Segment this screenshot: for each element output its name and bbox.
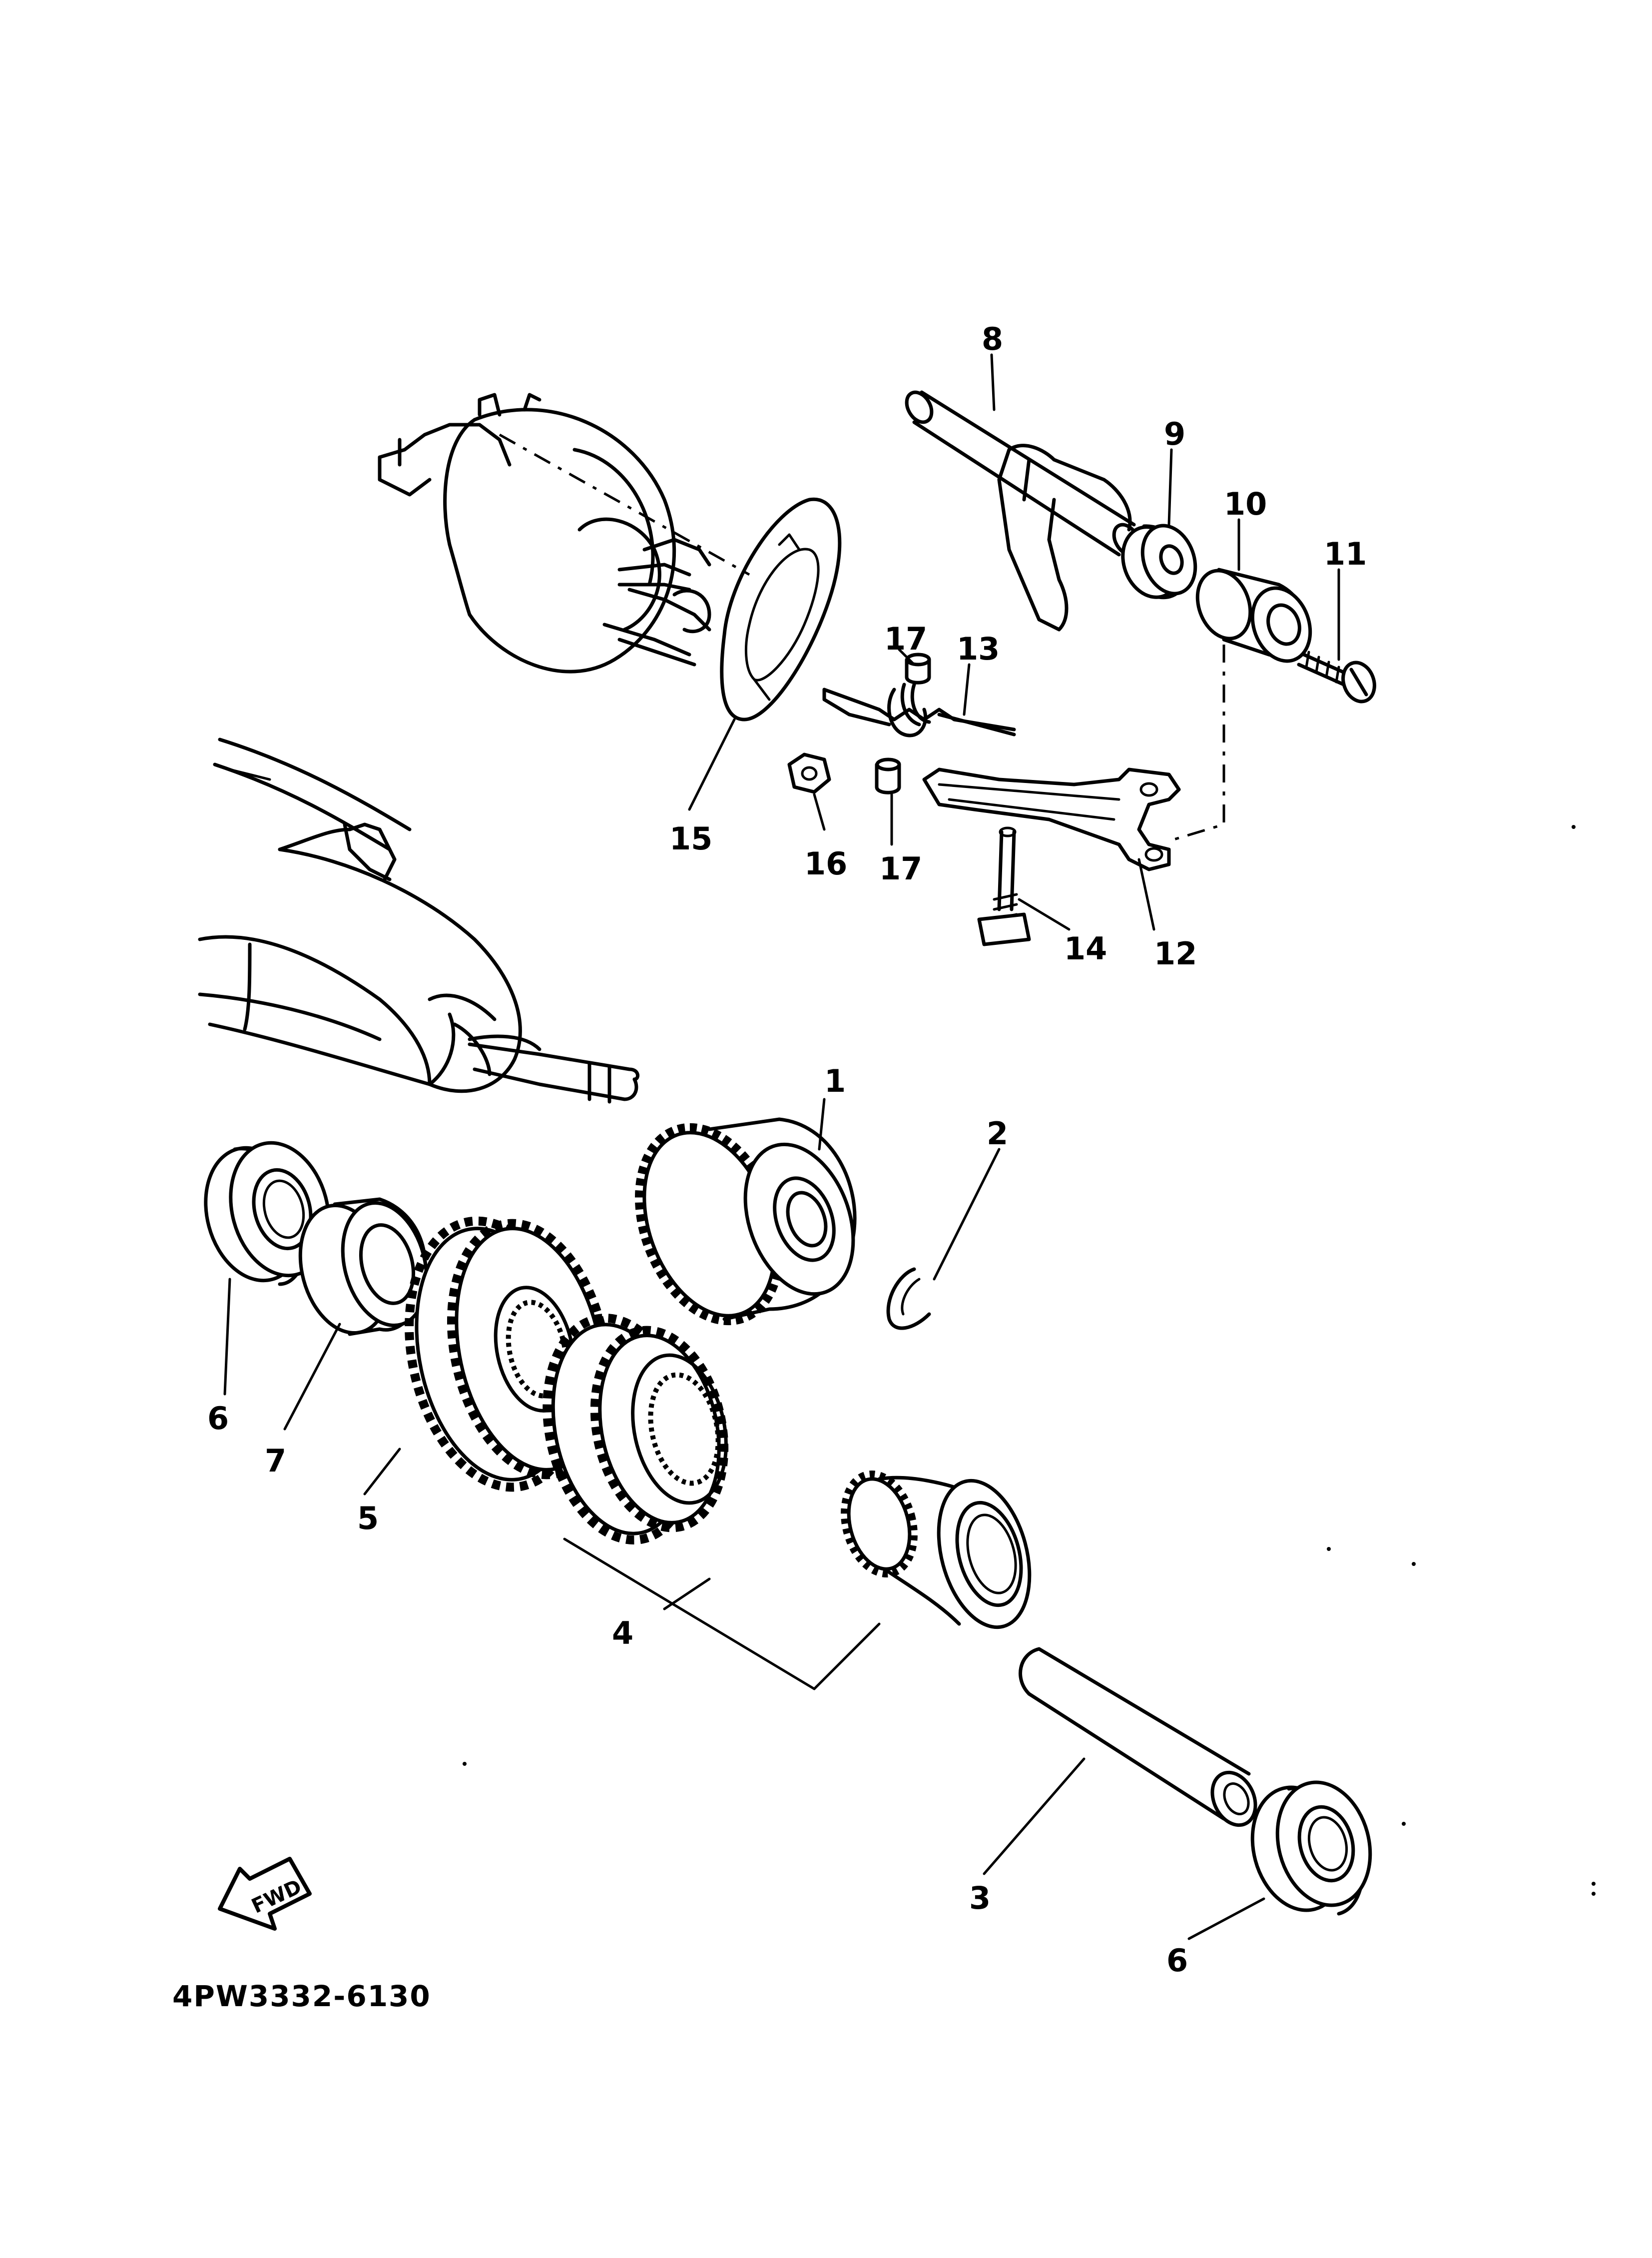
part-16-nut <box>787 753 831 794</box>
part-12-lever-plate <box>922 767 1181 871</box>
callout-17-upper: 17 <box>884 621 927 657</box>
callout-9: 9 <box>1164 416 1185 452</box>
part-10-collar <box>1195 568 1312 663</box>
callout-14: 14 <box>1064 930 1107 967</box>
part-17-roller-lower <box>875 757 901 794</box>
assembly-guide-line <box>499 433 750 576</box>
starter-motor <box>198 738 639 1104</box>
callout-11: 11 <box>1324 536 1367 572</box>
part-2-circlip <box>886 1267 931 1330</box>
part-9-washer <box>1121 524 1197 600</box>
callout-6-left: 6 <box>207 1400 229 1437</box>
callout-17-lower: 17 <box>879 850 922 887</box>
callout-3: 3 <box>969 1880 991 1916</box>
forward-arrow-icon: FWD <box>218 1857 312 1931</box>
callout-7: 7 <box>265 1443 286 1479</box>
drawing-code: 4PW3332-6130 <box>172 1979 431 2013</box>
callout-10: 10 <box>1224 486 1267 522</box>
callout-12: 12 <box>1154 935 1197 972</box>
callout-13: 13 <box>957 631 1000 667</box>
part-13-spring <box>822 683 1016 738</box>
part-4-splined-sleeve <box>841 1470 1032 1629</box>
part-6-bearing-right <box>1250 1780 1372 1916</box>
starter-solenoid-body <box>378 393 711 674</box>
callout-5: 5 <box>357 1500 379 1536</box>
assembly-guide-line-10-12 <box>1173 645 1225 841</box>
part-3-shaft <box>1019 1647 1257 1827</box>
callout-1: 1 <box>824 1063 846 1099</box>
part-14-bolt <box>977 826 1031 946</box>
callout-6-right: 6 <box>1166 1942 1188 1979</box>
part-4-gear-assembly <box>543 1314 729 1544</box>
callout-4: 4 <box>612 1615 633 1651</box>
callout-15: 15 <box>669 820 712 857</box>
part-11-screw <box>1297 651 1376 704</box>
part-17-roller-upper <box>905 653 931 685</box>
leader-lines <box>223 353 1340 1940</box>
part-8-fork-shaft <box>905 390 1141 632</box>
part-1-starter-clutch <box>634 1117 857 1326</box>
callout-2: 2 <box>987 1115 1008 1152</box>
callout-8: 8 <box>982 321 1003 357</box>
scan-specks <box>463 825 1596 1896</box>
part-7-collar <box>298 1197 429 1336</box>
part-15-gasket <box>720 497 842 722</box>
callout-16: 16 <box>804 845 847 882</box>
